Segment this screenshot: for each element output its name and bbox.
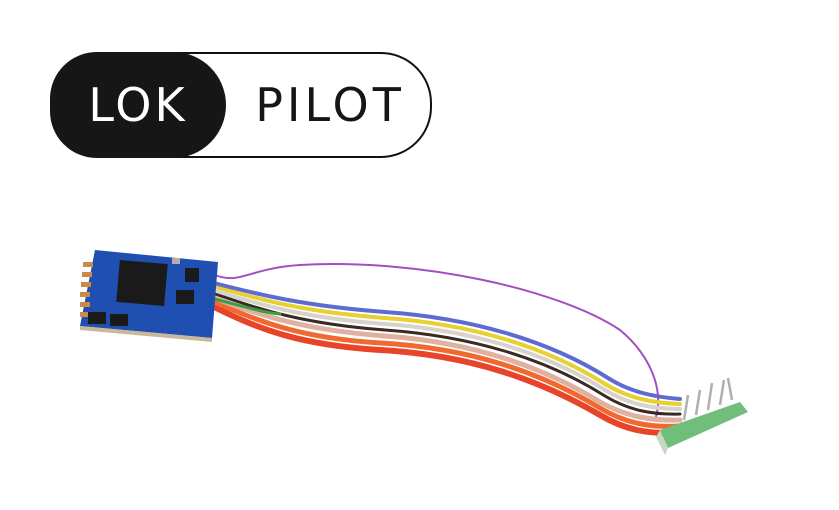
decoder-board (80, 250, 218, 342)
logo-dark-pill (50, 52, 226, 158)
lokpilot-logo: LOK PILOT (50, 52, 432, 158)
logo-text-lok: LOK (88, 78, 188, 132)
logo-text-pilot: PILOT (255, 78, 405, 132)
wire-bundle (207, 280, 683, 436)
purple-wire (214, 263, 660, 421)
pin-header-connector (656, 377, 748, 455)
